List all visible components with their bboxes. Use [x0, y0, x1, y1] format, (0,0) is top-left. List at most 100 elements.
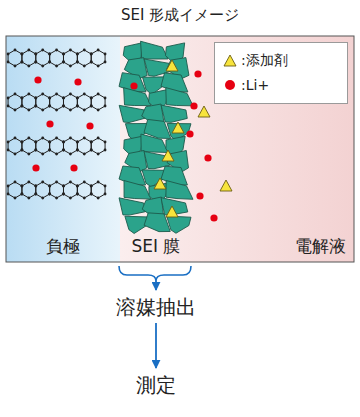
graphite-atom: [97, 137, 100, 140]
graphite-atom: [7, 185, 10, 188]
graphite-atom: [14, 109, 17, 112]
graphite-hexagon: [91, 50, 105, 66]
graphite-atom: [69, 109, 72, 112]
graphite-atom: [14, 197, 17, 200]
graphite-atom: [34, 185, 37, 188]
legend-row: :Li+: [223, 73, 339, 97]
graphite-atom: [104, 141, 107, 144]
graphite-atom: [97, 49, 100, 52]
graphite-atom: [97, 153, 100, 156]
graphite-atom: [90, 61, 93, 64]
graphite-atom: [97, 65, 100, 68]
li-ion: [46, 120, 53, 127]
graphite-atom: [83, 137, 86, 140]
graphite-atom: [14, 181, 17, 184]
graphite-atom: [55, 181, 58, 184]
sei-particle: [124, 88, 151, 106]
graphite-atom: [62, 53, 65, 56]
graphite-atom: [48, 61, 51, 64]
graphite-atom: [27, 65, 30, 68]
graphite-atom: [34, 149, 37, 152]
graphite-atom: [27, 49, 30, 52]
graphite-atom: [7, 141, 10, 144]
graphite-atom: [27, 181, 30, 184]
graphite-hexagon: [36, 138, 50, 154]
graphite-atom: [7, 193, 10, 196]
graphite-atom: [34, 141, 37, 144]
graphite-atom: [104, 149, 107, 152]
graphite-hexagon: [22, 182, 36, 198]
graphite-hexagon: [50, 182, 64, 198]
graphite-hexagon: [77, 50, 91, 66]
graphite-hexagon: [91, 182, 105, 198]
anode-region: 負極: [6, 36, 120, 262]
graphite-atom: [62, 97, 65, 100]
graphite-atom: [69, 137, 72, 140]
graphite-atom: [62, 97, 65, 100]
graphite-atom: [69, 49, 72, 52]
graphite-atom: [97, 181, 100, 184]
graphite-atom: [90, 105, 93, 108]
sei-particle: [161, 166, 187, 185]
graphite-atom: [90, 193, 93, 196]
additive: [154, 178, 166, 189]
graphite-atom: [21, 149, 24, 152]
step-label: 溶媒抽出: [112, 292, 200, 323]
additive: [162, 150, 174, 161]
graphite-atom: [76, 61, 79, 64]
graphite-atom: [48, 53, 51, 56]
graphite-atom: [21, 53, 24, 56]
graphite-atom: [34, 149, 37, 152]
graphite-atom: [48, 149, 51, 152]
graphite-atom: [34, 193, 37, 196]
graphite-atom: [55, 153, 58, 156]
sei-particle: [119, 166, 146, 185]
graphite-atom: [90, 61, 93, 64]
additive: [198, 106, 210, 117]
graphite-atom: [83, 93, 86, 96]
graphite-atom: [55, 197, 58, 200]
graphite-hexagon: [8, 182, 22, 198]
graphite-hexagon: [63, 50, 77, 66]
graphite-atom: [62, 105, 65, 108]
legend-symbol: [223, 54, 237, 68]
graphite-hexagon: [50, 138, 64, 154]
graphite-atom: [48, 141, 51, 144]
graphite-atom: [55, 109, 58, 112]
graphite-atom: [62, 193, 65, 196]
frame: [6, 36, 354, 262]
graphite-atom: [14, 153, 17, 156]
graphite-atom: [7, 149, 10, 152]
graphite-atom: [14, 65, 17, 68]
graphite-atom: [83, 49, 86, 52]
graphite-atom: [62, 141, 65, 144]
li-ion: [32, 164, 39, 171]
graphite-atom: [55, 49, 58, 52]
region-label: 電解液: [295, 235, 346, 258]
graphite-atom: [41, 181, 44, 184]
graphite-atom: [21, 105, 24, 108]
region-label: SEI 膜: [132, 235, 181, 258]
graphite-atom: [76, 53, 79, 56]
li-ion: [130, 82, 137, 89]
graphite-atom: [41, 153, 44, 156]
sei-particle: [119, 198, 145, 215]
electrolyte-ground: [120, 36, 354, 262]
graphite-atom: [90, 105, 93, 108]
sei-particle: [119, 105, 145, 122]
legend-label: :Li+: [241, 77, 269, 93]
graphite-atom: [90, 185, 93, 188]
graphite-atom: [97, 109, 100, 112]
graphite-atom: [48, 61, 51, 64]
graphite-atom: [76, 141, 79, 144]
graphite-atom: [21, 141, 24, 144]
graphite-atom: [83, 65, 86, 68]
graphite-atom: [62, 61, 65, 64]
graphite-atom: [7, 105, 10, 108]
graphite-atom: [14, 137, 17, 140]
graphite-hexagon: [91, 138, 105, 154]
additive: [220, 180, 232, 191]
graphite-atom: [48, 185, 51, 188]
graphite-hexagon: [36, 94, 50, 110]
sei-particle: [161, 105, 187, 122]
